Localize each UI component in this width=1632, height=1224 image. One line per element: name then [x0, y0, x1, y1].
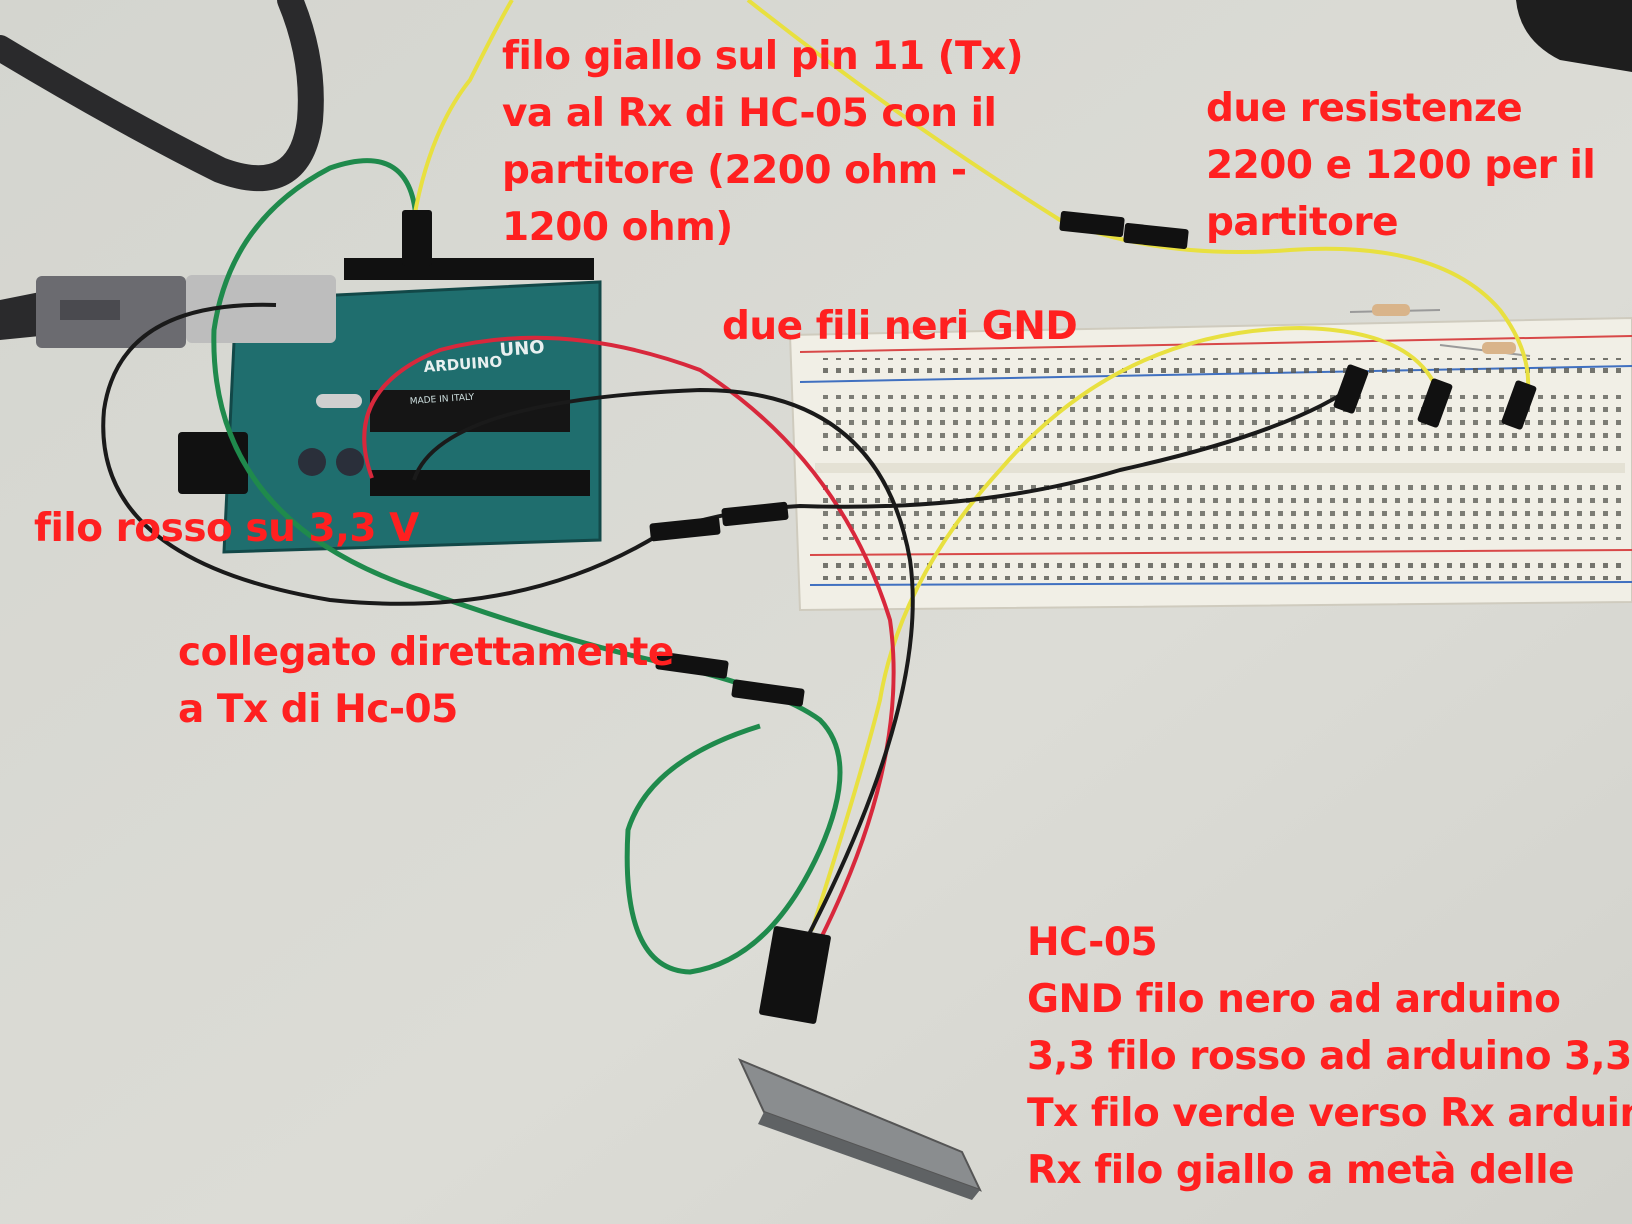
annotation-line: 3,3 filo rosso ad arduino 3,3 — [1027, 1034, 1632, 1079]
annotation-line: partitore (2200 ohm - — [502, 148, 967, 193]
annotation-hc05: HC-05 GND filo nero ad arduino 3,3 filo … — [1027, 914, 1632, 1199]
annotation-line: filo rosso su 3,3 V — [34, 506, 419, 551]
annotation-line: HC-05 — [1027, 920, 1158, 965]
dark-object-top-right — [1516, 0, 1632, 72]
annotation-gnd-wires: due fili neri GND — [722, 298, 1078, 355]
annotation-line: a Tx di Hc-05 — [178, 687, 458, 732]
jumper-connectors — [402, 210, 1537, 707]
usb-cable-top — [0, 0, 324, 192]
annotation-green-wire: collegato direttamente a Tx di Hc-05 — [178, 624, 674, 738]
annotation-line: filo giallo sul pin 11 (Tx) — [502, 34, 1024, 79]
wire-black-1 — [412, 387, 915, 941]
annotation-line: GND filo nero ad arduino — [1027, 977, 1561, 1022]
annotation-line: partitore — [1206, 200, 1399, 245]
breadboard — [788, 316, 1632, 612]
annotation-line: due resistenze — [1206, 86, 1523, 131]
wire-yellow-top-right — [746, 0, 1531, 389]
annotation-line: due fili neri GND — [722, 304, 1078, 349]
annotation-line: Rx filo giallo a metà delle — [1027, 1148, 1575, 1193]
usb-plug-left — [0, 276, 186, 348]
resistors — [1349, 304, 1531, 357]
wire-yellow-top — [412, 0, 514, 219]
annotation-line: collegato direttamente — [178, 630, 674, 675]
wire-red — [362, 335, 896, 941]
annotation-yellow-wire: filo giallo sul pin 11 (Tx) va al Rx di … — [502, 28, 1024, 256]
annotation-red-wire: filo rosso su 3,3 V — [34, 500, 419, 557]
arduino-board — [178, 258, 602, 554]
wire-yellow-long — [810, 325, 1442, 931]
annotation-line: Tx filo verde verso Rx arduino — [1027, 1091, 1632, 1136]
hc05-module — [738, 926, 982, 1200]
annotation-line: 1200 ohm) — [502, 205, 733, 250]
annotation-resistors: due resistenze 2200 e 1200 per il partit… — [1206, 80, 1596, 251]
annotation-line: va al Rx di HC-05 con il — [502, 91, 997, 136]
wire-black-2 — [101, 302, 1364, 606]
annotation-line: 2200 e 1200 per il — [1206, 143, 1596, 188]
